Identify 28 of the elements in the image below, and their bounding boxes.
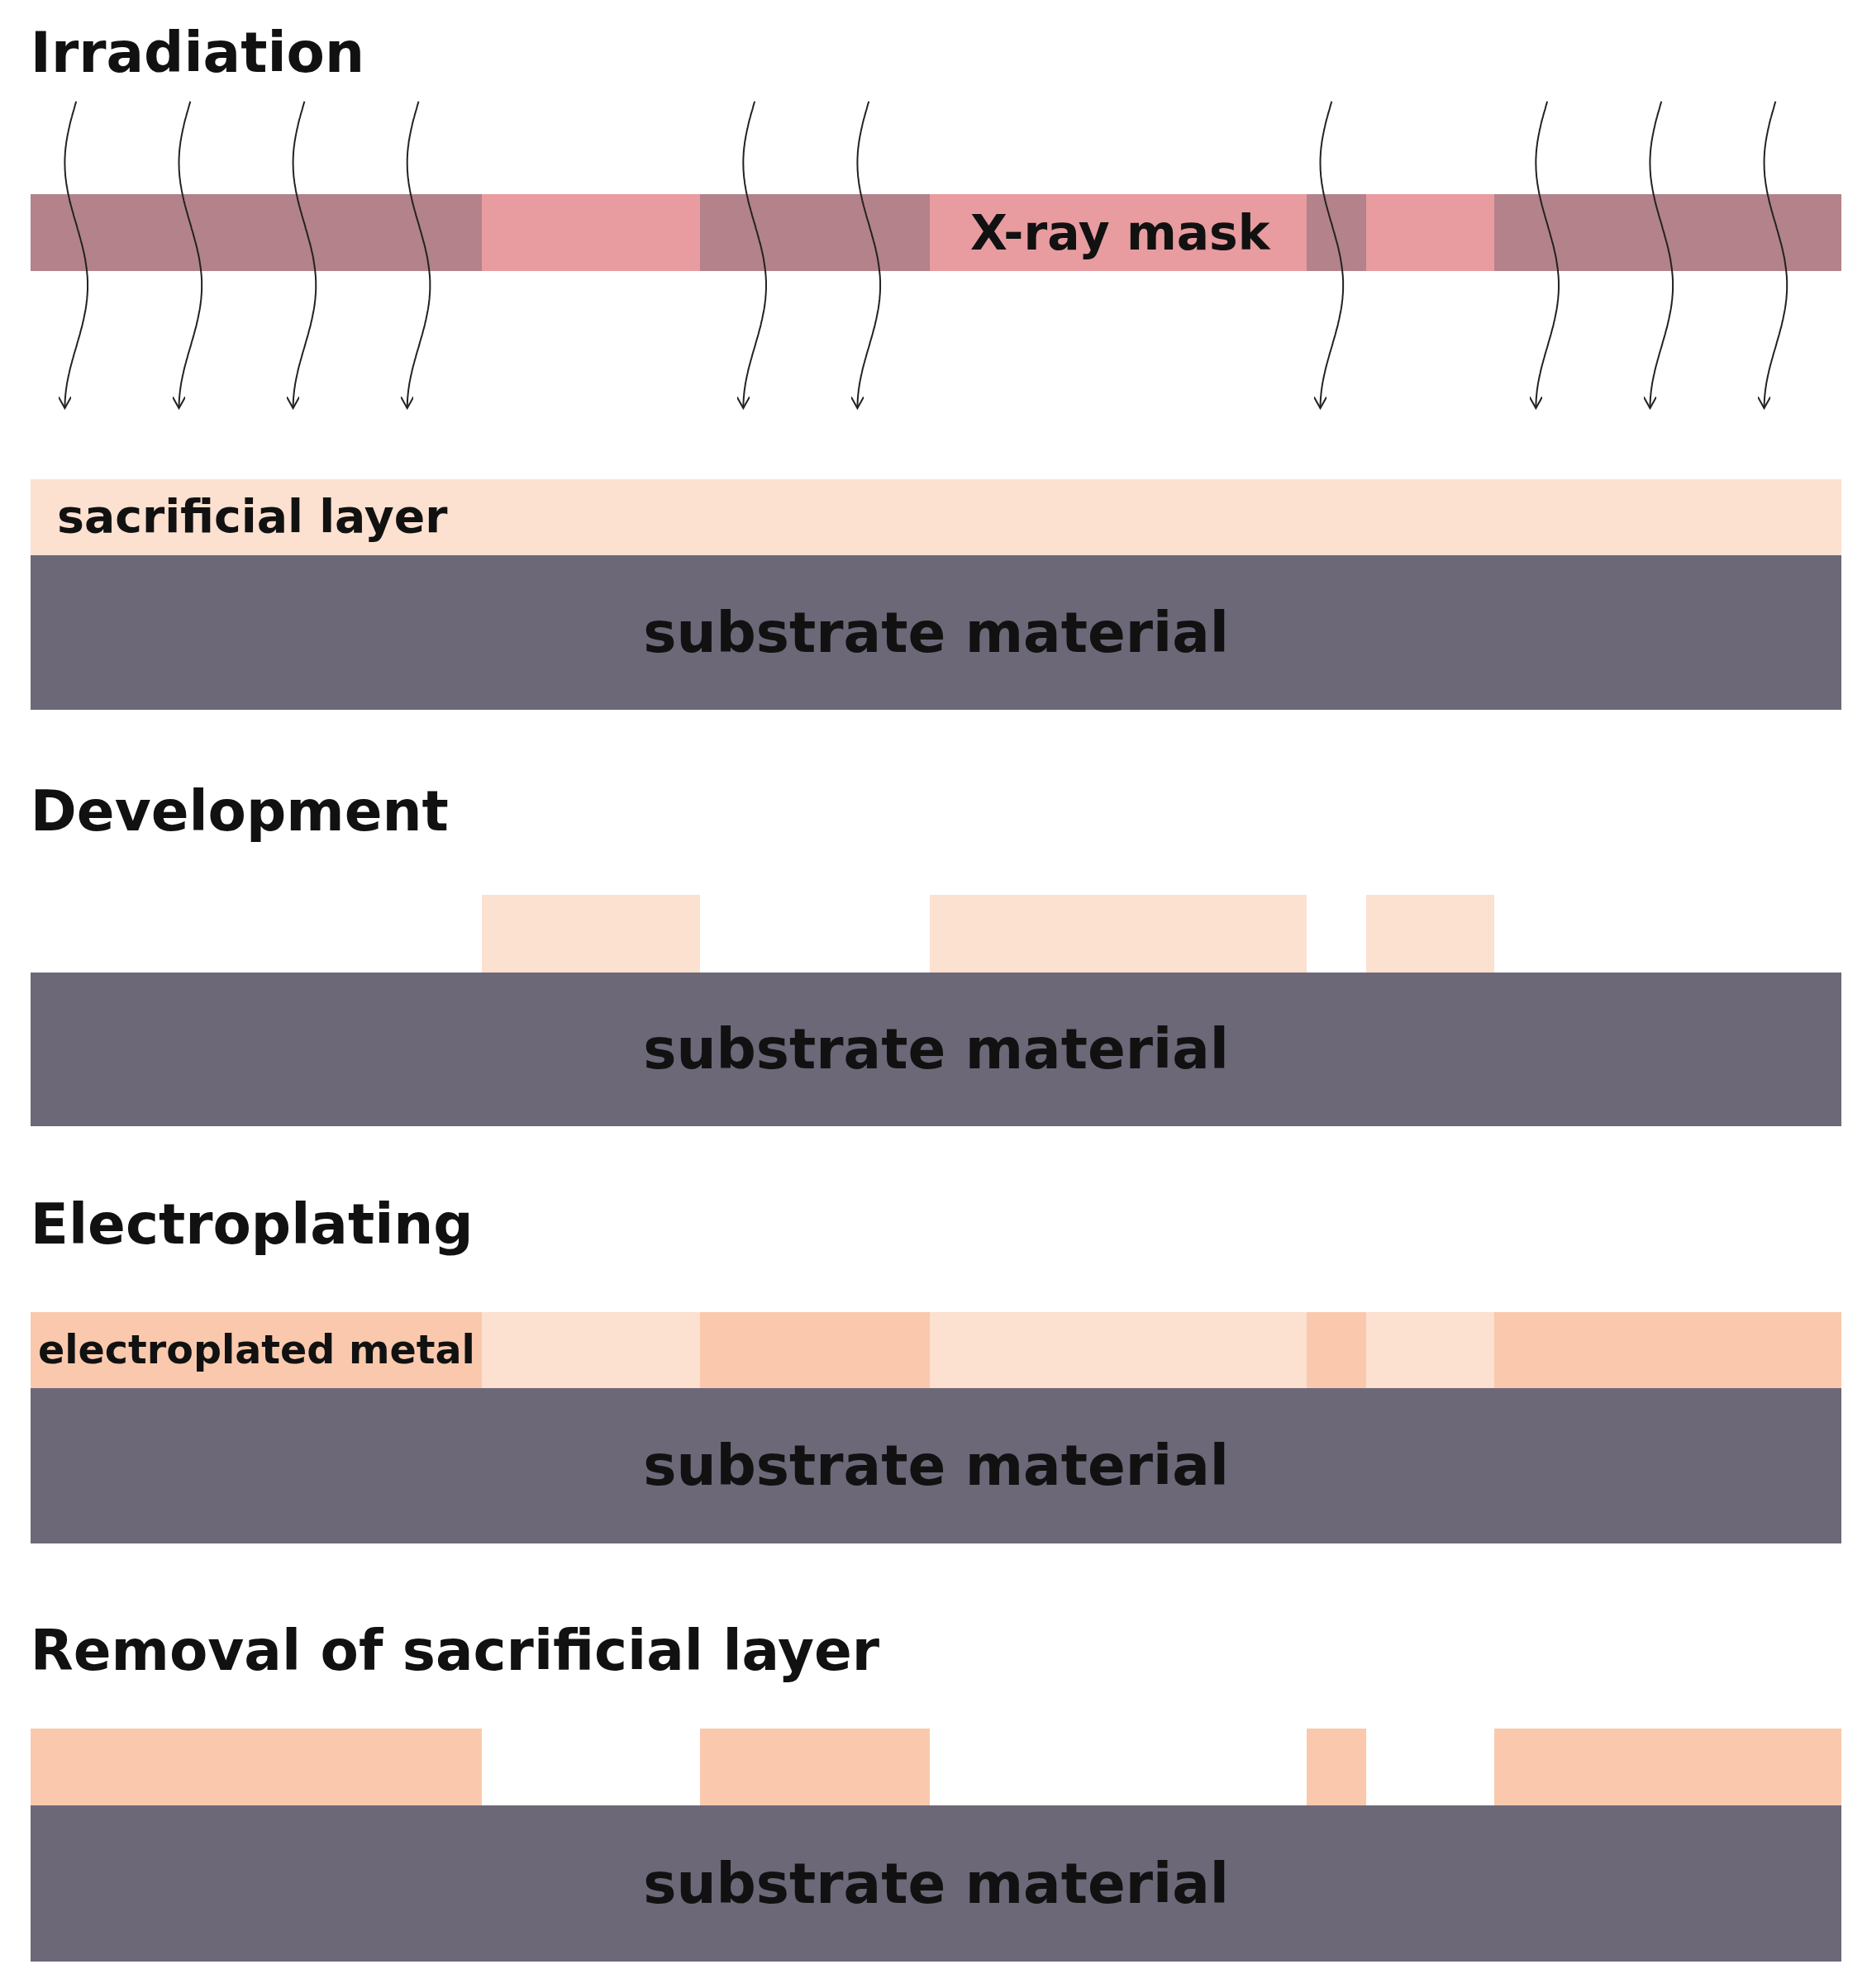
- substrate-band: [30, 1388, 1842, 1543]
- substrate-band: [30, 1805, 1842, 1962]
- metal-block: [30, 1728, 483, 1806]
- resist-block: [1365, 895, 1494, 973]
- resist-segment: [929, 1312, 1307, 1390]
- layer-label: substrate material: [643, 1855, 1229, 1912]
- metal-block: [700, 1728, 930, 1806]
- mask-bar: [30, 193, 1842, 272]
- substrate-band: [30, 555, 1842, 711]
- layer-label: substrate material: [643, 605, 1229, 661]
- layer-label: electroplated metal: [38, 1330, 475, 1371]
- mask-open-segment: [700, 193, 930, 272]
- layer-label: substrate material: [643, 1438, 1229, 1494]
- resist-segment: [482, 1312, 701, 1390]
- stage-heading: Irradiation: [30, 25, 364, 82]
- metal-block: [1306, 1728, 1366, 1806]
- resist-block: [482, 895, 701, 973]
- resist-segment: [1365, 1312, 1494, 1390]
- layer-label: substrate material: [643, 1021, 1229, 1077]
- mask-open-segment: [30, 193, 483, 272]
- mask-open-segment: [1306, 193, 1366, 272]
- sacrificial-layer-band: [30, 479, 1842, 556]
- layer-label: sacrificial layer: [57, 494, 448, 540]
- substrate-band: [30, 973, 1842, 1126]
- plated-layer-band: [30, 1312, 1842, 1389]
- metal-block: [1493, 1728, 1842, 1806]
- resist-block: [929, 895, 1307, 973]
- mask-open-segment: [1493, 193, 1842, 272]
